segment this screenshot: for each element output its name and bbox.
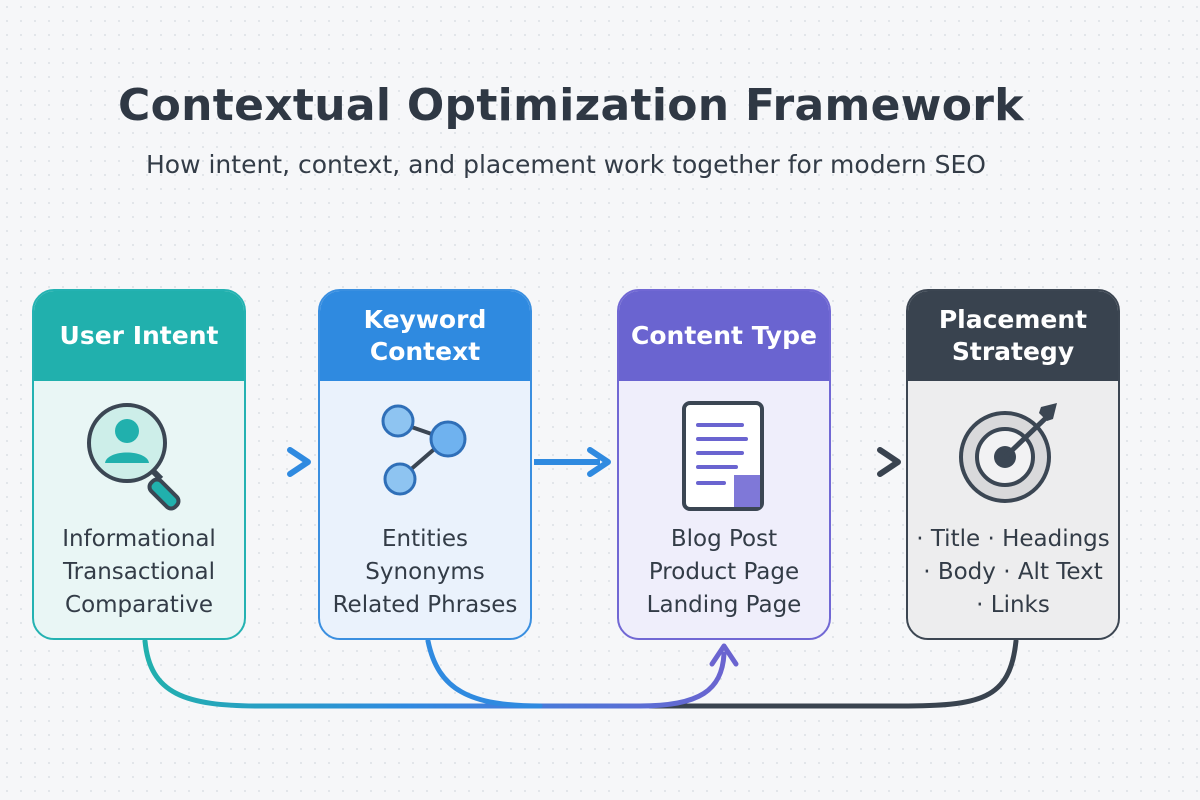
list-item: Product Page bbox=[648, 559, 800, 585]
document-icon bbox=[676, 399, 772, 519]
list-item: · Links bbox=[976, 592, 1050, 618]
list-item: Related Phrases bbox=[332, 592, 518, 618]
arrow-1-2 bbox=[248, 447, 311, 477]
page-title: Contextual Optimization Framework bbox=[118, 80, 1024, 131]
step-card-title: Placement Strategy bbox=[908, 291, 1118, 381]
feedback-loop-intent bbox=[142, 638, 727, 709]
step-card-items: Blog Post Product Page Landing Page bbox=[619, 523, 829, 622]
target-arrow-icon bbox=[953, 399, 1073, 513]
step-card-title: User Intent bbox=[34, 291, 244, 381]
feedback-loop-context bbox=[425, 638, 543, 709]
step-card-items: Entities Synonyms Related Phrases bbox=[320, 523, 530, 622]
arrow-3-4 bbox=[831, 447, 901, 477]
user-search-icon bbox=[79, 399, 199, 523]
step-card-placement-strategy: Placement Strategy · Title · Headings · … bbox=[906, 289, 1120, 640]
arrow-2-3 bbox=[534, 447, 611, 477]
step-card-title: Keyword Context bbox=[320, 291, 530, 381]
list-item: · Title · Headings bbox=[916, 526, 1110, 552]
list-item: Transactional bbox=[62, 559, 216, 585]
step-card-keyword-context: Keyword Context Entities Synonyms Relate… bbox=[318, 289, 532, 640]
list-item: Comparative bbox=[65, 592, 213, 618]
list-item: Entities bbox=[381, 526, 469, 552]
list-item: · Body · Alt Text bbox=[923, 559, 1103, 585]
list-item: Landing Page bbox=[646, 592, 802, 618]
step-card-items: Informational Transactional Comparative bbox=[34, 523, 244, 622]
list-item: Blog Post bbox=[670, 526, 778, 552]
network-nodes-icon bbox=[370, 399, 480, 503]
step-card-items: · Title · Headings · Body · Alt Text · L… bbox=[908, 523, 1118, 622]
step-card-content-type: Content Type Blog Post Product Page Land… bbox=[617, 289, 831, 640]
feedback-loop-line bbox=[647, 638, 1019, 709]
feedback-loop-arrowhead bbox=[709, 643, 739, 667]
list-item: Informational bbox=[62, 526, 216, 552]
list-item: Synonyms bbox=[365, 559, 485, 585]
step-card-title: Content Type bbox=[619, 291, 829, 381]
page-subtitle: How intent, context, and placement work … bbox=[146, 150, 986, 179]
step-card-user-intent: User Intent Informational Transactional … bbox=[32, 289, 246, 640]
